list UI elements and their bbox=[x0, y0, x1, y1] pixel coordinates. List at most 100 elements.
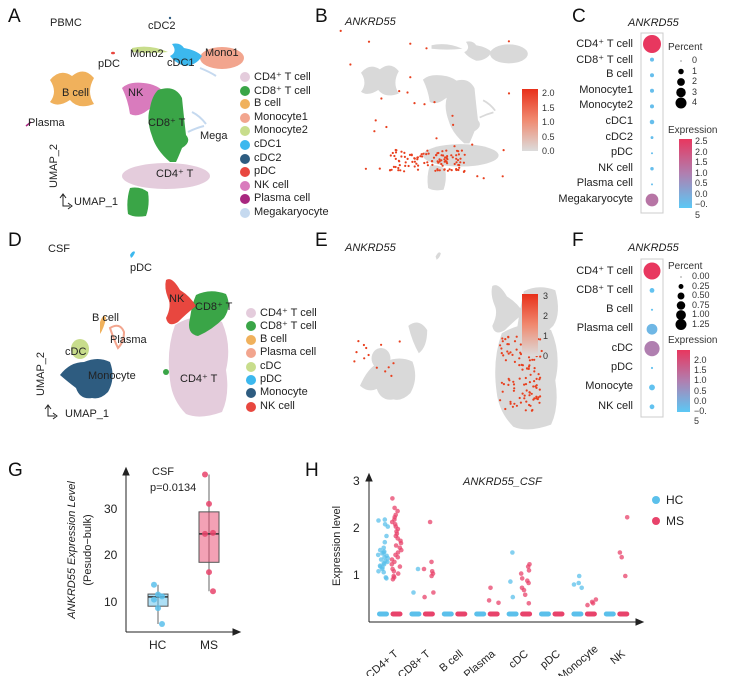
expression-dot bbox=[413, 160, 416, 163]
dotplot-row-label: CD8⁺ T cell bbox=[576, 53, 633, 66]
dotplot-row-label: pDC bbox=[610, 146, 633, 159]
expression-dot bbox=[451, 114, 454, 117]
expression-dot bbox=[506, 350, 509, 353]
expression-dot bbox=[539, 395, 542, 398]
expression-dot bbox=[518, 377, 521, 380]
percent-legend-label: 1.25 bbox=[692, 318, 710, 329]
y-tick-label: 3 bbox=[353, 474, 360, 488]
cluster-label-pdc: pDC bbox=[130, 262, 153, 274]
cluster-label-cdc2: cDC2 bbox=[148, 20, 176, 32]
expression-dot bbox=[407, 164, 410, 168]
strip-point-MS bbox=[526, 568, 532, 573]
legend-swatch bbox=[240, 112, 250, 123]
boxplot-g bbox=[147, 471, 220, 627]
zero-band-MS bbox=[390, 611, 403, 617]
expression-dot bbox=[500, 347, 503, 350]
expression-dot bbox=[538, 401, 541, 404]
dotplot-row-label: Megakaryocyte bbox=[558, 193, 633, 205]
cluster-label-cd8: CD8⁺ T bbox=[195, 301, 233, 313]
percent-legend-label: 1.00 bbox=[692, 309, 710, 319]
cluster-cdc1 bbox=[170, 43, 202, 66]
expression-dot bbox=[459, 157, 462, 160]
expression-dot bbox=[380, 343, 383, 346]
colorbar-tick: 2 bbox=[543, 311, 549, 321]
dotplot-row-label: CD8⁺ T cell bbox=[576, 284, 633, 297]
gene-name: ANKRD55 Expression Level bbox=[66, 481, 78, 619]
strip-point-HC bbox=[579, 585, 584, 591]
strip-point-MS bbox=[422, 594, 427, 600]
expression-dot bbox=[455, 154, 458, 157]
umap1-label-d: UMAP_1 bbox=[65, 408, 110, 420]
expression-dot bbox=[515, 404, 519, 407]
legend-label: cDC bbox=[260, 359, 282, 372]
expression-dot bbox=[537, 373, 540, 376]
dotplot-dot bbox=[650, 366, 654, 370]
expression-dot bbox=[500, 352, 503, 355]
panel-c-title: ANKRD55 bbox=[628, 17, 679, 29]
colorbar-tick: 2.0 bbox=[542, 88, 555, 98]
strip-point-MS bbox=[398, 540, 404, 546]
legend-label: Monocyte1 bbox=[254, 110, 308, 123]
cluster-label-cd8: CD8⁺ T bbox=[148, 117, 186, 129]
strip-point-MS bbox=[486, 598, 492, 603]
expression-dot bbox=[524, 409, 527, 412]
cluster-pdc bbox=[111, 51, 115, 55]
zero-band-HC bbox=[539, 611, 551, 617]
strip-point-MS bbox=[593, 597, 599, 602]
legend-label: CD8⁺ T cell bbox=[254, 84, 311, 97]
expression-dot bbox=[507, 343, 510, 346]
panel-letter-d: D bbox=[8, 230, 22, 251]
expression-dot bbox=[339, 29, 342, 32]
cluster-mono2 bbox=[132, 46, 168, 53]
box-point bbox=[202, 530, 208, 537]
dotplot-dot bbox=[650, 136, 654, 140]
strip-point-HC bbox=[376, 569, 381, 574]
expression-dot bbox=[394, 151, 398, 154]
stripplot-axes bbox=[365, 472, 645, 626]
expression-dot bbox=[426, 164, 429, 167]
expression-dot bbox=[455, 167, 458, 171]
percent-legend-label: 3 bbox=[692, 86, 698, 97]
zero-band-HC bbox=[571, 611, 584, 617]
expression-dot bbox=[443, 168, 446, 171]
expression-dot bbox=[530, 409, 534, 412]
expression-dot bbox=[463, 153, 466, 156]
dotplot-row-label: CD4⁺ T cell bbox=[576, 38, 633, 50]
expression-dot bbox=[462, 170, 465, 173]
expression-dot bbox=[535, 395, 538, 398]
strip-point-MS bbox=[393, 543, 399, 548]
boxplot-ylabel2: (Pesudo−bulk) bbox=[82, 514, 94, 586]
strip-point-MS bbox=[518, 571, 524, 576]
percent-legend-label: 2 bbox=[692, 76, 698, 86]
dotplot-row-label: CD4⁺ T cell bbox=[576, 265, 633, 277]
expression-dot bbox=[450, 154, 453, 157]
expression-dot bbox=[538, 388, 541, 391]
box-point bbox=[210, 529, 216, 536]
legend-swatch bbox=[246, 388, 256, 399]
panel-b-title: ANKRD55 bbox=[345, 16, 396, 28]
expression-dot bbox=[519, 353, 523, 356]
strip-point-MS bbox=[585, 602, 590, 608]
percent-legend-dot bbox=[678, 68, 684, 75]
cluster-label-cd4: CD4⁺ T bbox=[180, 373, 218, 385]
expression-dot bbox=[476, 175, 479, 178]
strip-point-MS bbox=[590, 601, 596, 606]
expression-dot bbox=[528, 394, 531, 397]
expression-dot bbox=[355, 351, 358, 354]
strip-point-HC bbox=[411, 590, 416, 595]
expression-dot bbox=[512, 383, 516, 386]
dotplot-dot bbox=[644, 341, 660, 357]
box-point bbox=[206, 569, 212, 576]
expression-dot bbox=[435, 137, 438, 140]
dotplot-dot bbox=[650, 152, 654, 155]
box-MS bbox=[198, 511, 220, 563]
expression-dot bbox=[523, 394, 526, 397]
expression-dot bbox=[394, 165, 397, 169]
strip-point-HC bbox=[380, 551, 385, 556]
expression-dot bbox=[444, 159, 447, 162]
expression-dot bbox=[520, 363, 523, 366]
strip-point-HC bbox=[385, 524, 391, 529]
y-tick-label: 10 bbox=[104, 595, 118, 609]
